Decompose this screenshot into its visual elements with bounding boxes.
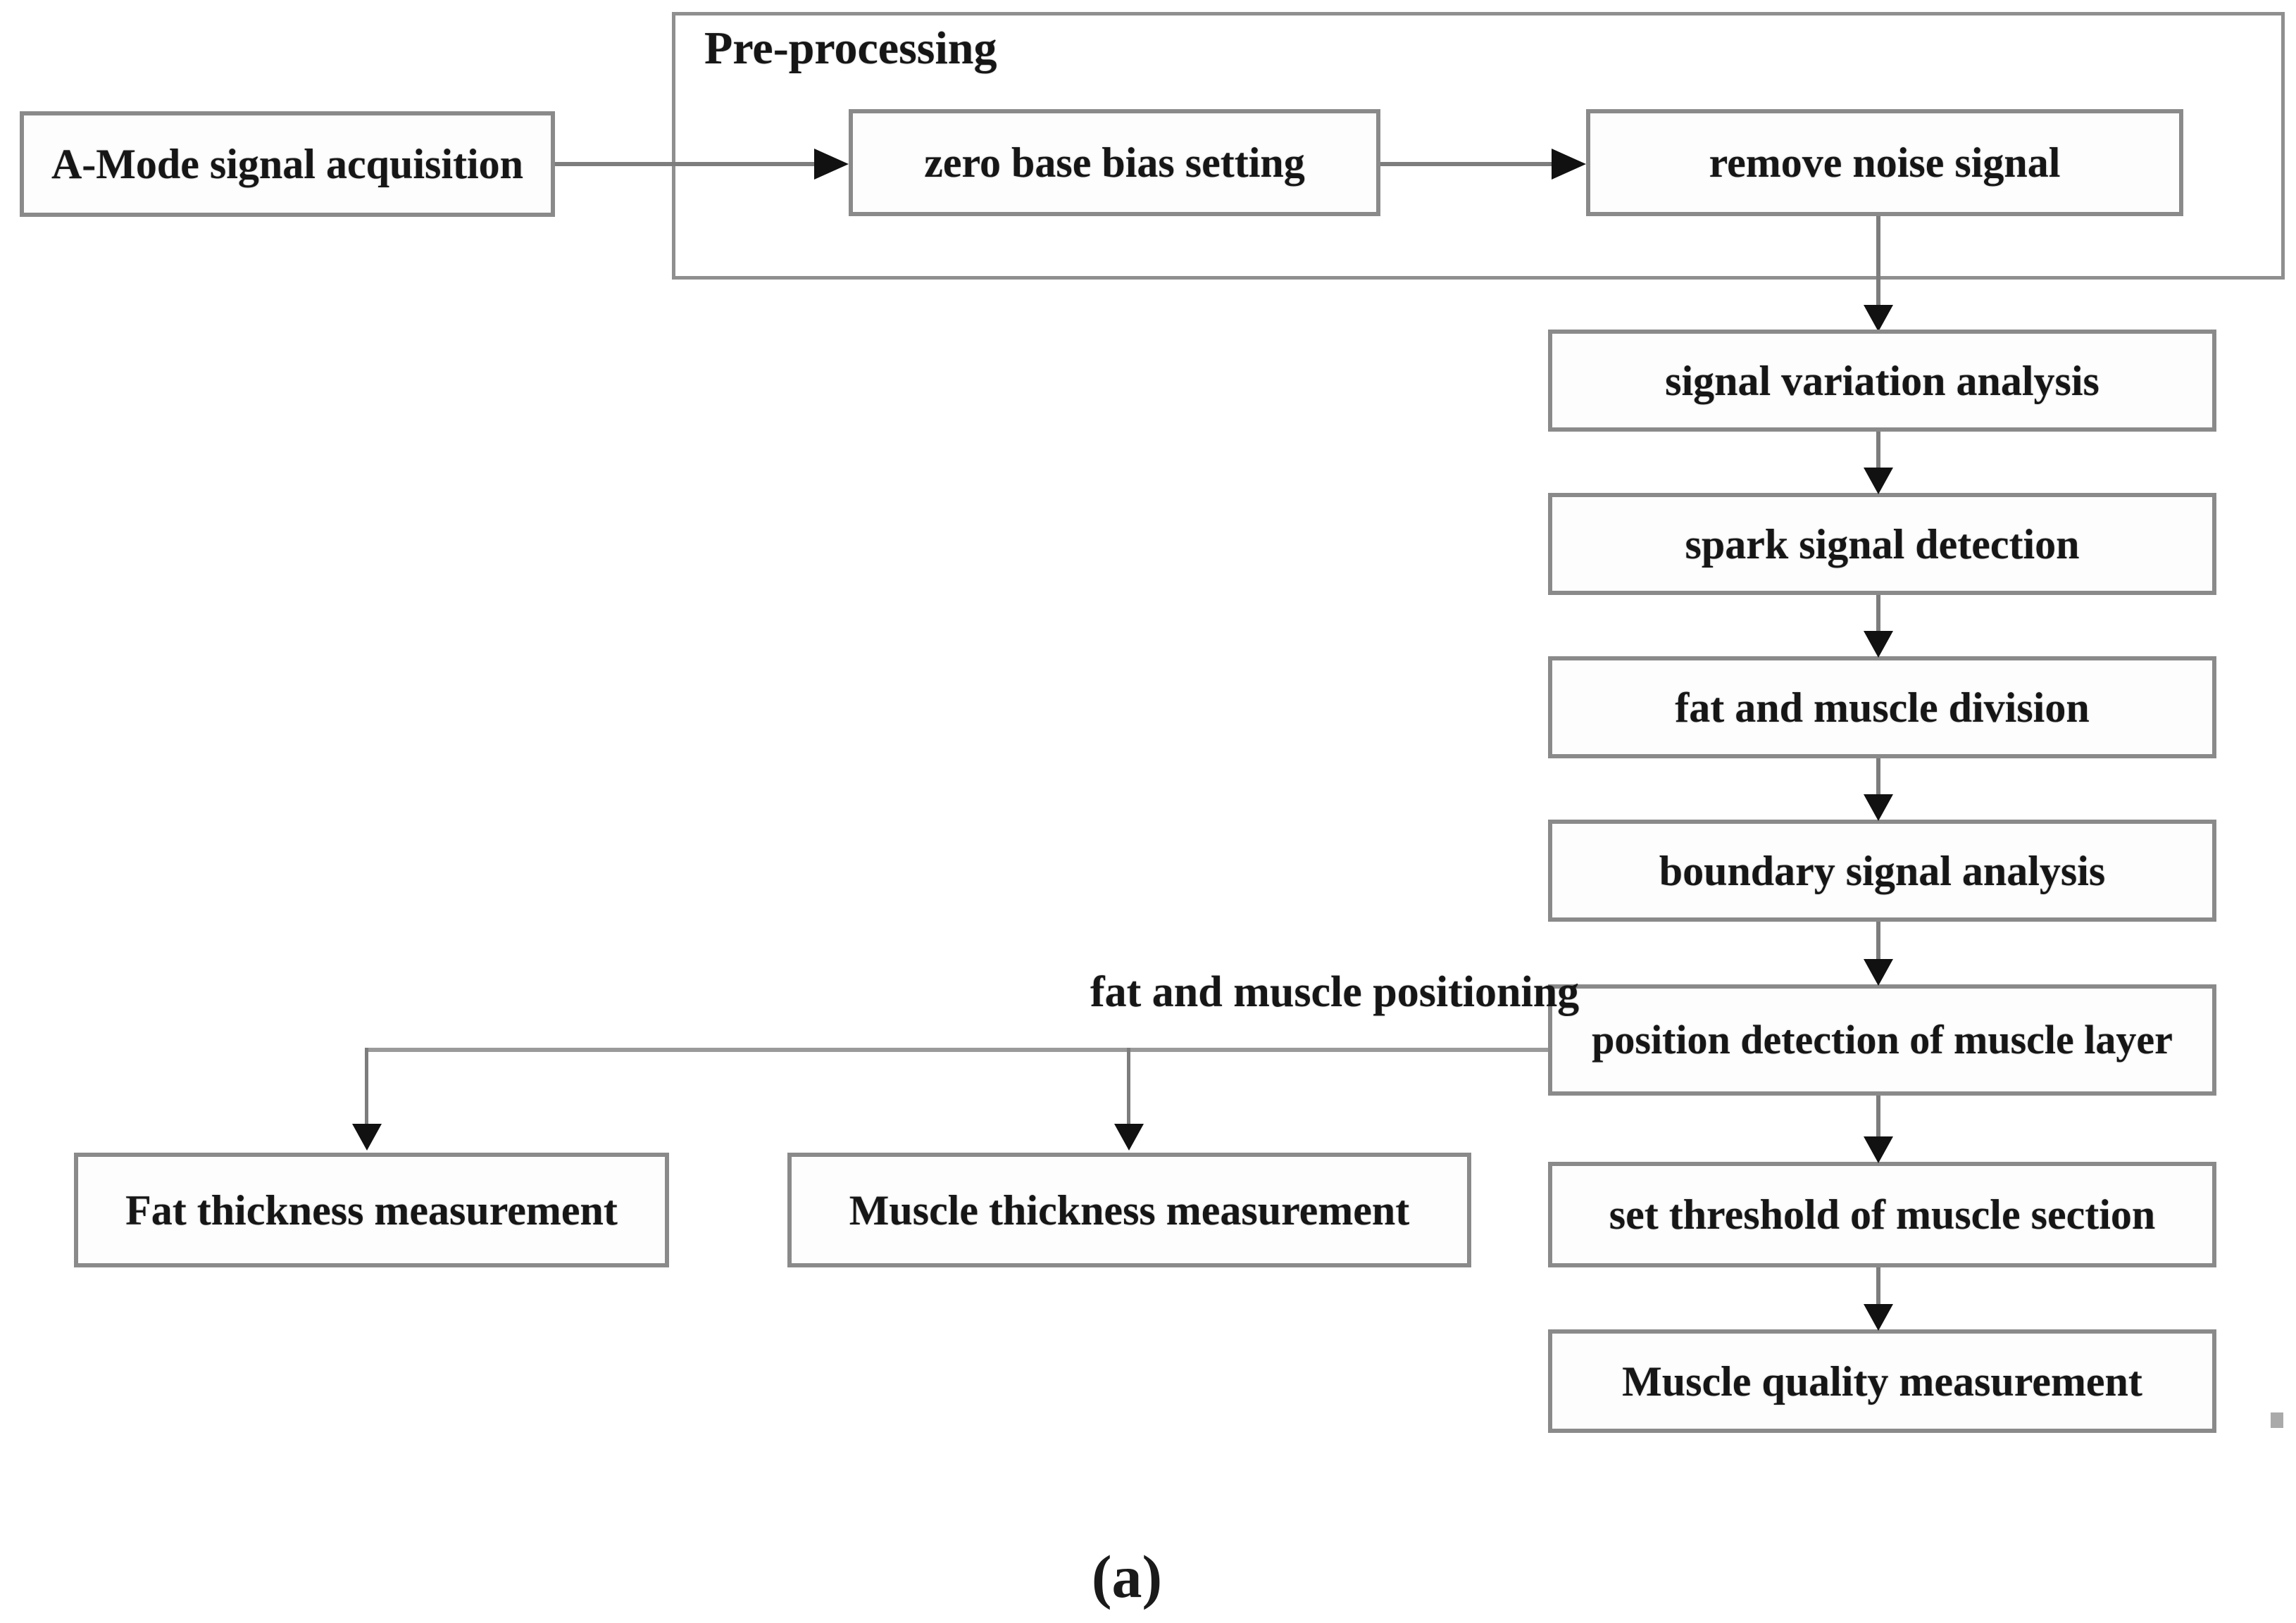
preprocessing-group-box — [672, 12, 2285, 280]
figure-caption: (a) — [1091, 1543, 1163, 1610]
connector-position-to-threshold-arrowhead-icon — [1864, 1136, 1893, 1163]
connector-spark-to-division-line — [1876, 595, 1880, 631]
node-position-detection-of-muscle-layer: position detection of muscle layer — [1548, 984, 2216, 1096]
connector-zerobase-to-removenoise-line — [1380, 162, 1552, 166]
connector-zerobase-to-removenoise-arrowhead-icon — [1552, 149, 1586, 180]
node-set-threshold-of-muscle-section: set threshold of muscle section — [1548, 1162, 2216, 1267]
connector-signalvariation-to-spark-line — [1876, 432, 1880, 468]
node-fat-thickness-measurement: Fat thickness measurement — [74, 1153, 669, 1267]
connector-removenoise-to-signalvariation-arrowhead-icon — [1864, 305, 1893, 332]
connector-removenoise-to-signalvariation-line — [1876, 216, 1880, 305]
connector-threshold-to-quality-line — [1876, 1267, 1880, 1304]
branch-horizontal-line — [366, 1048, 1548, 1052]
branch-label-fat-and-muscle-positioning: fat and muscle positioning — [1090, 968, 1580, 1016]
connector-division-to-boundary-arrowhead-icon — [1864, 794, 1893, 821]
node-fat-and-muscle-division: fat and muscle division — [1548, 656, 2216, 758]
node-muscle-quality-measurement: Muscle quality measurement — [1548, 1329, 2216, 1433]
node-boundary-signal-analysis: boundary signal analysis — [1548, 820, 2216, 922]
node-muscle-thickness-measurement: Muscle thickness measurement — [787, 1153, 1471, 1267]
artifact-mark — [2271, 1412, 2283, 1428]
preprocessing-group-label: Pre-processing — [704, 23, 997, 74]
connector-division-to-boundary-line — [1876, 758, 1880, 794]
connector-branch-to-fatthickness-arrowhead-icon — [352, 1124, 382, 1151]
node-amode-signal-acquisition: A-Mode signal acquisition — [20, 111, 555, 217]
connector-spark-to-division-arrowhead-icon — [1864, 631, 1893, 658]
node-zero-base-bias-setting: zero base bias setting — [849, 109, 1380, 216]
connector-branch-to-fatthickness-line — [365, 1048, 368, 1124]
connector-branch-to-musclethickness-line — [1127, 1048, 1130, 1124]
connector-position-to-threshold-line — [1876, 1096, 1880, 1136]
node-remove-noise-signal: remove noise signal — [1586, 109, 2183, 216]
node-signal-variation-analysis: signal variation analysis — [1548, 330, 2216, 432]
connector-branch-to-musclethickness-arrowhead-icon — [1114, 1124, 1144, 1151]
connector-amode-to-zerobase-arrowhead-icon — [814, 149, 849, 180]
connector-threshold-to-quality-arrowhead-icon — [1864, 1304, 1893, 1331]
connector-amode-to-zerobase-line — [555, 162, 814, 166]
connector-boundary-to-position-line — [1876, 922, 1880, 959]
node-spark-signal-detection: spark signal detection — [1548, 493, 2216, 595]
connector-boundary-to-position-arrowhead-icon — [1864, 959, 1893, 986]
connector-signalvariation-to-spark-arrowhead-icon — [1864, 468, 1893, 494]
